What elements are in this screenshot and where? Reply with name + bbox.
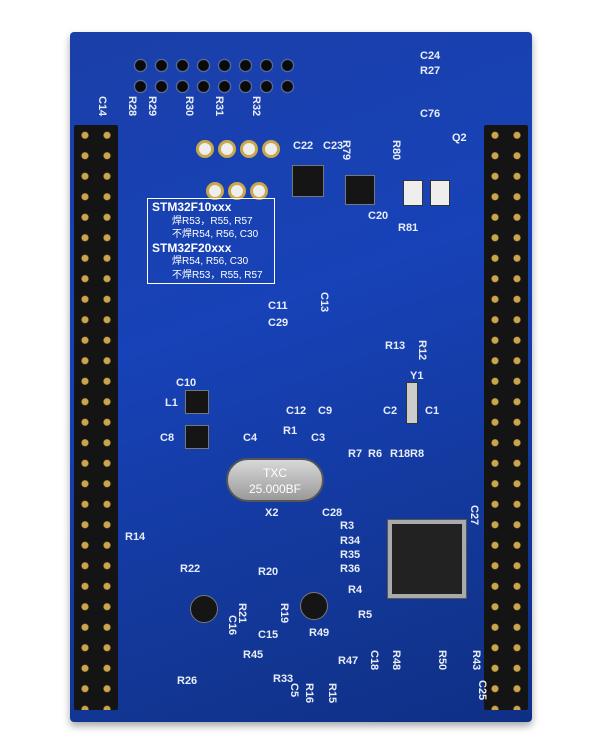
component-label: R33 (273, 673, 294, 685)
component-label: R45 (243, 649, 264, 661)
component-label: R81 (398, 222, 419, 234)
note-line: STM32F20xxx (152, 240, 232, 255)
component-label: R80 (390, 140, 402, 161)
component-label: Y1 (410, 370, 424, 382)
via-hole (196, 140, 214, 158)
component-label: C23 (323, 140, 344, 152)
component-label: R3 (340, 520, 355, 532)
component-label: C15 (258, 629, 279, 641)
component-label: R26 (177, 675, 198, 687)
regulator-chip (292, 165, 324, 197)
component-label: Q2 (452, 132, 467, 144)
component-label: R13 (385, 340, 406, 352)
component-label: R12 (416, 340, 428, 361)
component-label: C24 (420, 50, 441, 62)
via-hole (240, 140, 258, 158)
component-label: C14 (96, 96, 108, 117)
component-label: R49 (309, 627, 330, 639)
top-pin-row (130, 55, 300, 97)
component-label: C76 (420, 108, 441, 120)
via-hole (262, 140, 280, 158)
component-label: R32 (250, 96, 262, 117)
component-label: C4 (243, 432, 258, 444)
component-label: C1 (425, 405, 440, 417)
component-label: C9 (318, 405, 333, 417)
component-label: C2 (383, 405, 398, 417)
inductor (185, 425, 209, 449)
note-line: 焊R53，R55, R57 (172, 215, 253, 227)
via-hole (218, 140, 236, 158)
component-label: R7 (348, 448, 363, 460)
component-label: R27 (420, 65, 441, 77)
component-label: R20 (258, 566, 279, 578)
component-label: R43 (470, 650, 482, 671)
component-label: R34 (340, 535, 361, 547)
component-label: R29 (146, 96, 158, 117)
note-line: 不焊R53，R55, R57 (172, 269, 263, 281)
mcu-selection-note: STM32F10xxx 焊R53，R55, R57 不焊R54, R56, C3… (147, 198, 275, 284)
component-label: R28 (126, 96, 138, 117)
crystal-value: 25.000BF (248, 482, 302, 496)
component-label: R50 (436, 650, 448, 671)
button (190, 595, 218, 623)
regulator-chip (345, 175, 375, 205)
crystal-brand: TXC (263, 466, 287, 480)
right-pin-header (484, 125, 528, 710)
component-label: R8 (410, 448, 425, 460)
component-label: R18 (390, 448, 411, 460)
component-label: R19 (278, 603, 290, 624)
component-label: C22 (293, 140, 314, 152)
component-label: L1 (165, 397, 178, 409)
note-line: 不焊R54, R56, C30 (172, 229, 259, 240)
component-label: C12 (286, 405, 307, 417)
component-label: R16 (303, 683, 315, 704)
component-label: R1 (283, 425, 298, 437)
capacitor (403, 180, 423, 206)
component-label: C3 (311, 432, 326, 444)
component-label: C11 (268, 300, 288, 312)
component-label: R5 (358, 609, 373, 621)
component-label: R36 (340, 563, 361, 575)
component-label: R31 (213, 96, 225, 117)
component-label: C18 (368, 650, 380, 671)
component-label: R15 (326, 683, 338, 704)
component-label: C16 (226, 615, 238, 636)
inductor (185, 390, 209, 414)
component-label: C5 (288, 683, 300, 698)
component-label: C29 (268, 317, 289, 329)
component-label: R35 (340, 549, 361, 561)
component-label: R47 (338, 655, 359, 667)
component-label: R30 (183, 96, 195, 117)
component-label: C20 (368, 210, 389, 222)
component-label: C27 (468, 505, 480, 526)
crystal-x2: TXC 25.000BF (226, 458, 324, 502)
component-label: R4 (348, 584, 363, 596)
component-label: C13 (318, 292, 330, 313)
note-line: 焊R54, R56, C30 (172, 256, 249, 267)
capacitor (430, 180, 450, 206)
button (300, 592, 328, 620)
mcu-chip (387, 519, 467, 599)
note-line: STM32F10xxx (152, 200, 232, 214)
component-label: R6 (368, 448, 383, 460)
component-label: R22 (180, 563, 201, 575)
component-label: C25 (476, 680, 488, 701)
left-pin-header (74, 125, 118, 710)
component-label: R14 (125, 531, 146, 543)
component-label: C28 (322, 507, 343, 519)
component-label: C8 (160, 432, 175, 444)
crystal-y1 (406, 382, 418, 424)
component-label: C10 (176, 377, 197, 389)
component-label: R48 (390, 650, 402, 671)
component-label: R79 (340, 140, 352, 161)
component-label: X2 (265, 507, 279, 519)
